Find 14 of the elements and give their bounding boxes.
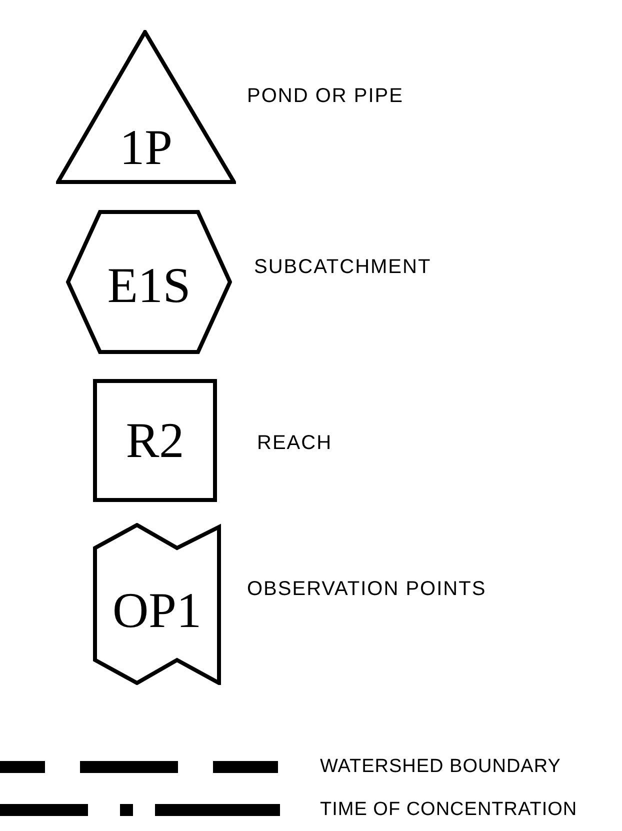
node-caption: POND OR PIPE [247, 86, 404, 106]
node-label: R2 [124, 415, 186, 465]
legend-label: WATERSHED BOUNDARY [320, 757, 561, 776]
node-label: 1P [118, 122, 174, 172]
hexagon-node [66, 210, 232, 354]
node-caption: OBSERVATION POINTS [247, 579, 486, 599]
node-caption: REACH [257, 433, 332, 453]
triangle-node [56, 30, 236, 185]
node-label: E1S [106, 260, 192, 310]
banner-node [93, 523, 221, 685]
square-node [93, 379, 217, 502]
legend-label: TIME OF CONCENTRATION [320, 800, 578, 819]
node-label: OP1 [112, 585, 202, 635]
node-caption: SUBCATCHMENT [254, 257, 432, 277]
